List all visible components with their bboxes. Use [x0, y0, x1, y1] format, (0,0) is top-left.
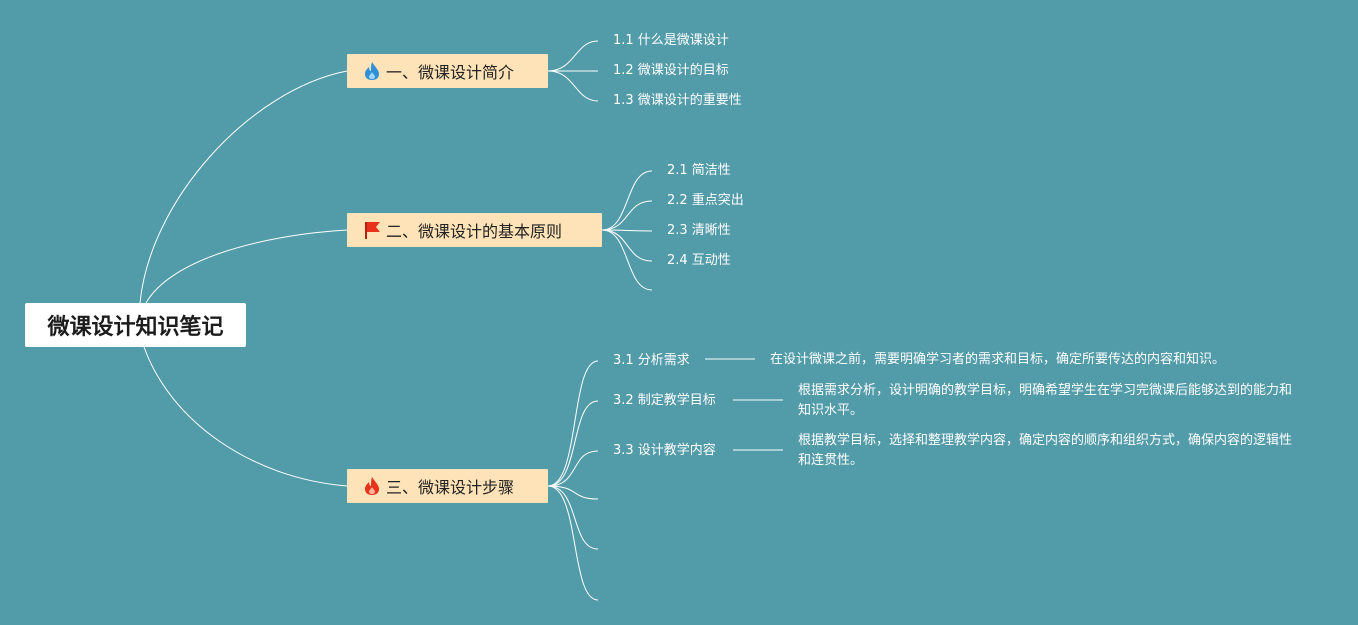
connector-b2-c4: [601, 229, 653, 262]
branch-node-intro[interactable]: 一、微课设计简介: [347, 54, 548, 88]
desc-3-3: 根据教学目标，选择和整理教学内容，确定内容的顺序和组织方式，确保内容的逻辑性和连…: [798, 433, 1293, 468]
leaf-2-4[interactable]: 2.4 互动性: [667, 253, 731, 268]
connector-root-branch-2: [145, 229, 348, 304]
connector-b1-c3: [547, 70, 599, 102]
connector-b2-c5: [601, 229, 653, 291]
connector-b3-c6: [547, 485, 599, 601]
desc-3-2: 根据需求分析，设计明确的教学目标，明确希望学生在学习完微课后能够达到的能力和知识…: [798, 383, 1293, 418]
flame-icon: [362, 476, 382, 496]
connector-root-branch-1: [139, 70, 348, 304]
connector-root-branch-3: [143, 346, 348, 487]
connector-b3-c1: [547, 360, 599, 487]
branch-label-intro: 一、微课设计简介: [386, 63, 515, 82]
branch-label-principles: 二、微课设计的基本原则: [386, 222, 563, 241]
droplet-flame-icon: [362, 61, 382, 81]
leaf-1-1[interactable]: 1.1 什么是微课设计: [613, 33, 729, 48]
connector-b3-c3: [547, 450, 599, 487]
root-node[interactable]: 微课设计知识笔记: [25, 303, 246, 347]
leaf-2-3[interactable]: 2.3 清晰性: [667, 223, 731, 238]
leaf-3-2[interactable]: 3.2 制定教学目标: [613, 393, 716, 408]
leaf-2-1[interactable]: 2.1 简洁性: [667, 163, 731, 178]
connector-b3-c5: [547, 485, 599, 550]
leaf-3-1[interactable]: 3.1 分析需求: [613, 353, 690, 368]
connector-b2-c1: [601, 170, 653, 231]
leaf-1-2[interactable]: 1.2 微课设计的目标: [613, 63, 729, 78]
connector-b1-c1: [547, 40, 599, 72]
connector-b3-c2: [547, 400, 599, 487]
connector-b2-c2: [601, 200, 653, 231]
red-flag-icon: [362, 220, 382, 240]
leaf-1-3[interactable]: 1.3 微课设计的重要性: [613, 93, 742, 108]
connector-b3-c4: [547, 485, 599, 500]
connector-b2-c3: [601, 229, 653, 232]
root-label: 微课设计知识笔记: [47, 315, 224, 340]
leaf-2-2[interactable]: 2.2 重点突出: [667, 193, 744, 208]
branch-label-steps: 三、微课设计步骤: [386, 478, 515, 497]
leaf-3-3[interactable]: 3.3 设计教学内容: [613, 443, 716, 458]
branch-node-steps[interactable]: 三、微课设计步骤: [347, 469, 548, 503]
desc-3-1: 在设计微课之前，需要明确学习者的需求和目标，确定所要传达的内容和知识。: [770, 352, 1226, 367]
branch-node-principles[interactable]: 二、微课设计的基本原则: [347, 213, 602, 247]
